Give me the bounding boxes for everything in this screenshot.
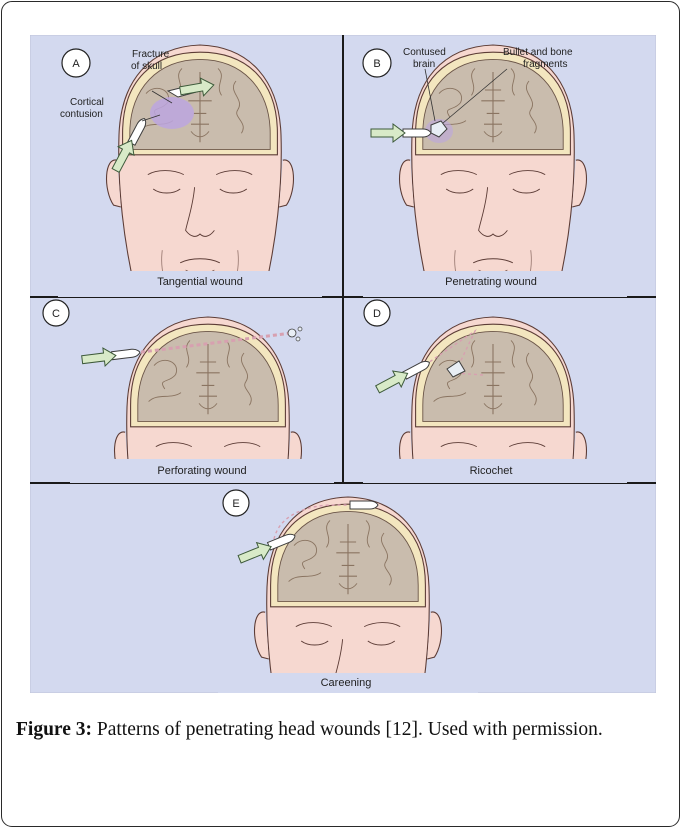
panel-letter: E xyxy=(232,498,239,510)
panel-letter: C xyxy=(52,308,60,320)
figure-label: Figure 3: xyxy=(16,719,92,740)
wound-patterns-illustration: Fracture of skull Cortical contusion A T… xyxy=(30,35,656,693)
figure-caption-text: Patterns of penetrating head wounds [12]… xyxy=(92,719,603,740)
panel-letter: A xyxy=(72,58,80,70)
annotation-contused: Contused xyxy=(403,47,446,58)
panel-caption: Perforating wound xyxy=(157,465,246,477)
figure-caption: Figure 3: Patterns of penetrating head w… xyxy=(16,714,668,745)
annotation-fragments: fragments xyxy=(523,59,567,70)
panel-caption: Careening xyxy=(321,677,372,689)
panel-caption: Ricochet xyxy=(470,465,513,477)
annotation-of-skull: of skull xyxy=(131,61,162,72)
panel-caption: Penetrating wound xyxy=(445,276,537,288)
panel-caption: Tangential wound xyxy=(157,276,243,288)
annotation-contusion: contusion xyxy=(60,109,103,120)
illustration-svg: Fracture of skull Cortical contusion A T… xyxy=(30,35,656,693)
annotation-fracture: Fracture xyxy=(132,49,170,60)
cortical-contusion-mark xyxy=(150,97,194,129)
annotation-bullet-and-bone: Bullet and bone xyxy=(503,47,573,58)
panel-letter: B xyxy=(373,58,380,70)
annotation-brain: brain xyxy=(413,59,435,70)
annotation-cortical: Cortical xyxy=(70,97,104,108)
panel-letter: D xyxy=(373,308,381,320)
